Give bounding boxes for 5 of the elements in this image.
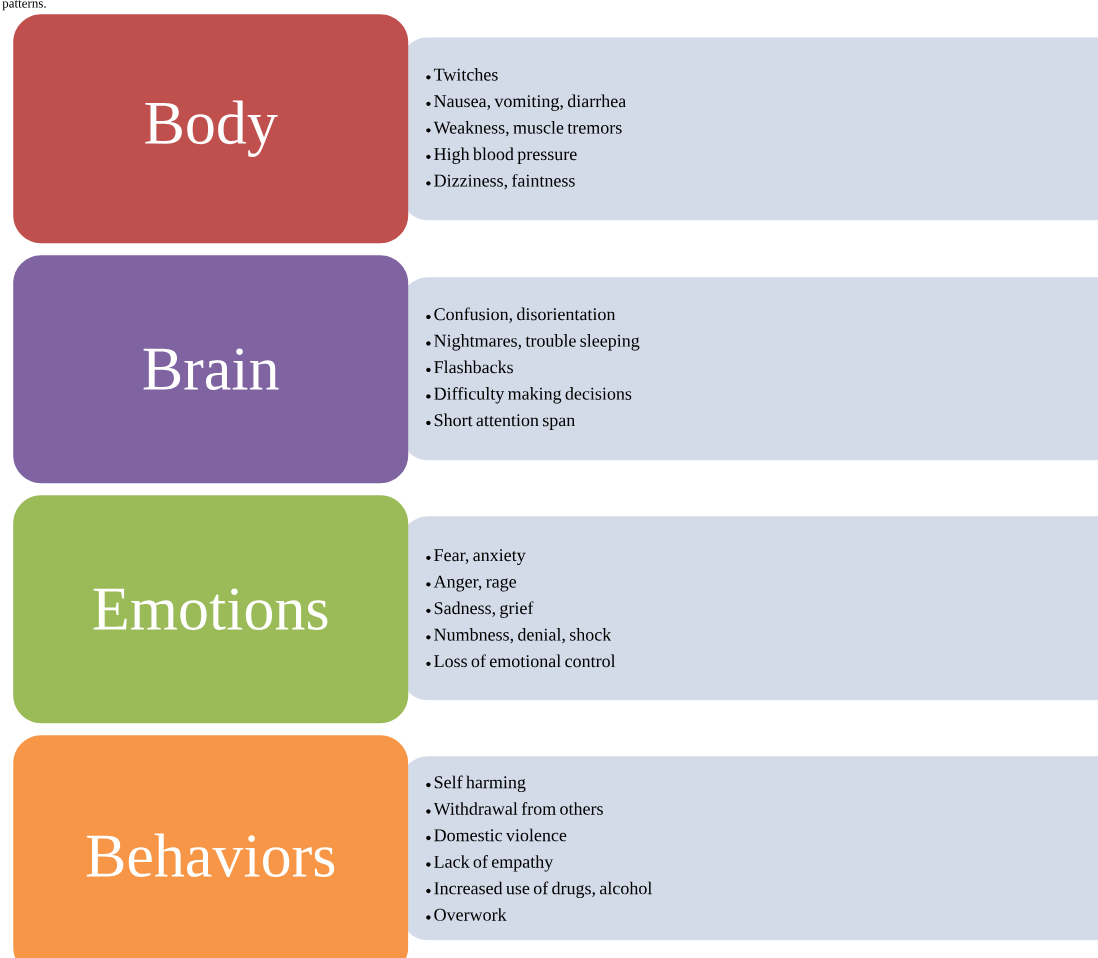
category-box: Behaviors: [13, 735, 409, 958]
category-box: Brain: [13, 255, 409, 484]
category-box: Body: [13, 14, 409, 244]
category-box: Emotions: [13, 495, 409, 724]
caption-text: patterns.: [2, 0, 46, 11]
